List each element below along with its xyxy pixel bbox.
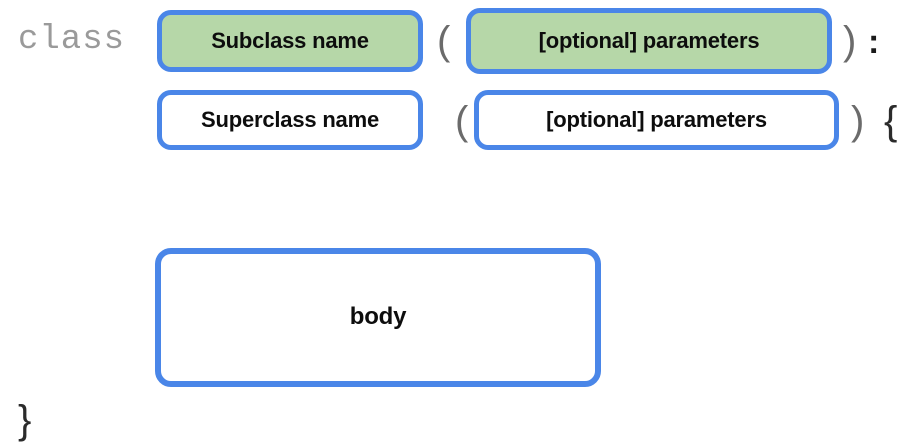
paren-close-row2: ): [851, 99, 865, 143]
superclass-parameters-label: [optional] parameters: [546, 106, 767, 132]
subclass-name-label: Subclass name: [211, 27, 369, 53]
paren-open-row2: (: [455, 99, 469, 143]
subclass-parameters-label: [optional] parameters: [538, 27, 760, 53]
paren-open-row1: (: [437, 19, 451, 63]
superclass-name-box[interactable]: Superclass name: [157, 90, 423, 150]
keyword-class: class: [18, 21, 126, 59]
brace-open: {: [884, 99, 898, 143]
superclass-name-label: Superclass name: [201, 106, 379, 132]
brace-close: }: [18, 398, 32, 442]
colon-terminator-row1: :: [868, 23, 880, 61]
body-label: body: [349, 303, 407, 331]
subclass-name-box[interactable]: Subclass name: [157, 10, 423, 72]
body-box[interactable]: body: [155, 248, 601, 387]
subclass-parameters-box[interactable]: [optional] parameters: [466, 8, 832, 74]
superclass-parameters-box[interactable]: [optional] parameters: [474, 90, 839, 150]
paren-close-row1: ): [843, 19, 857, 63]
